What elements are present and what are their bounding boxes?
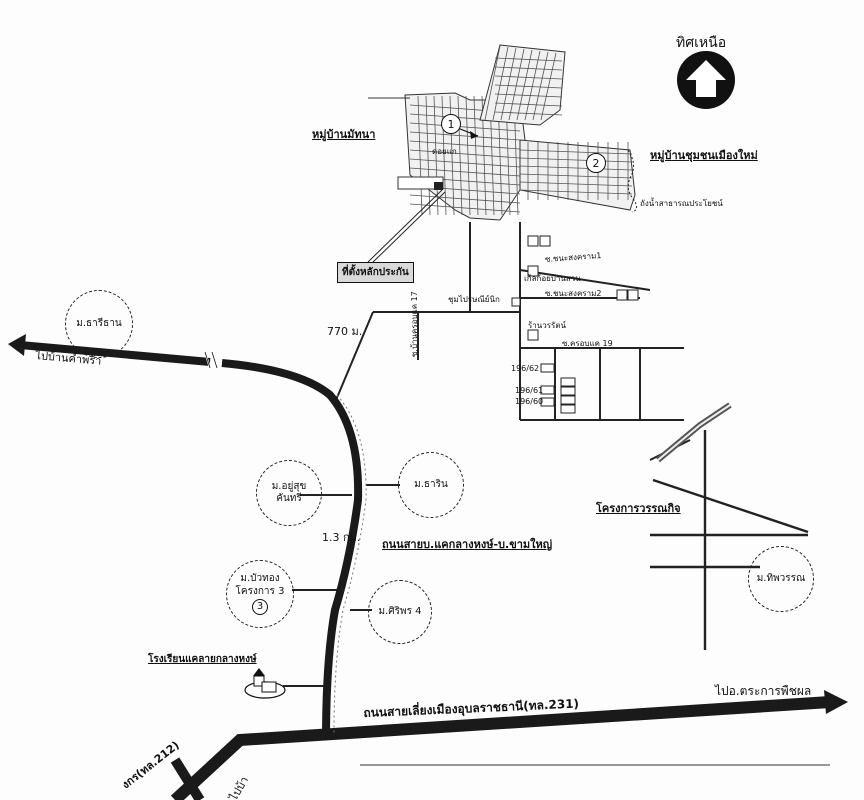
zone-buatong: ม.บัวทอง โครงการ 3 3 [226, 560, 294, 628]
zone-label: ม.บัวทอง [240, 573, 280, 584]
local-roads [283, 222, 691, 687]
distance-770: 770 ม. [327, 325, 363, 338]
school-icon [244, 668, 286, 699]
zone-siriporn: ม.ศิริพร 4 [368, 580, 432, 644]
zone-label: ม.ธารีธาน [76, 317, 122, 329]
kiosk-label: เก้ลก้อยบ้านสวน [524, 274, 581, 283]
soi-chana2-label: ซ.ชนะสงคราม2 [545, 289, 602, 298]
village-grid-chumchon [519, 139, 636, 211]
badge-1: 1 [441, 114, 461, 134]
road-label-to-trakan: ไปอ.ตระการพืชผล [715, 684, 812, 698]
house-number: 196/60 [515, 397, 544, 406]
house-number: 196/62 [511, 364, 540, 373]
road-label-ban-soi: ถนนสายบ.แคกลางหงษ์-บ.ขามใหญ่ [382, 538, 553, 551]
village-label-mutana: หมู่บ้านมัทนา [312, 128, 376, 141]
zone-uyusuk: ม.อยู่สุข คันทรี [256, 460, 322, 526]
village-small-label: ดอยแก [432, 147, 457, 156]
north-arrow-icon [677, 51, 735, 109]
soi-17-label: ซ.บ้านครอบแค 17 [410, 291, 419, 357]
zone-label: โครงการ 3 [235, 585, 285, 597]
distance-1-3: 1.3 กม. [322, 531, 361, 544]
grid-lines-chumchon [519, 142, 633, 200]
zone-thipwan: ม.ทิพวรรณ [748, 546, 814, 612]
lots [511, 235, 639, 414]
badge-3: 3 [252, 599, 268, 615]
grid-lines-north [484, 45, 563, 121]
north-arrow-icon [677, 51, 735, 109]
shop-label: ร้านวรรัตน์ [528, 321, 567, 330]
project-roads [650, 430, 809, 650]
boundary-post-label: ที่ตั้งหลักประกัน [337, 262, 414, 283]
project-label: โครงการวรรณกิจ [596, 502, 681, 515]
zone-label: ม.อยู่สุข [271, 480, 307, 492]
arrow-east-icon [824, 690, 848, 714]
badge-2: 2 [586, 153, 606, 173]
compass-label: ทิศเหนือ [676, 35, 727, 51]
zone-label: ม.ธาริน [414, 478, 448, 490]
zone-label: ม.ทิพวรรณ [756, 572, 806, 584]
public-water-label: ถังน้ำสาธารณประโยชน์ [640, 199, 723, 208]
zone-label: คันทรี [276, 493, 302, 504]
house-number: 196/61 [515, 386, 544, 395]
village-label-chumchon: หมู่บ้านชุมชนเมืองใหม่ [650, 149, 758, 162]
zone-tharin: ม.ธาริน [398, 452, 464, 518]
main-roads [19, 341, 831, 800]
school-label: โรงเรียนแคลายกลางหงษ์ [148, 654, 257, 665]
zone-tharithan: ม.ธารีธาน [65, 290, 133, 358]
soi-19-label: ซ.ครอบแค 19 [562, 339, 613, 348]
post-office-label: ชุมไปรษณีย์นิก [448, 295, 500, 304]
zone-label: ม.ศิริพร 4 [378, 605, 422, 617]
arrow-west-icon [8, 334, 26, 356]
